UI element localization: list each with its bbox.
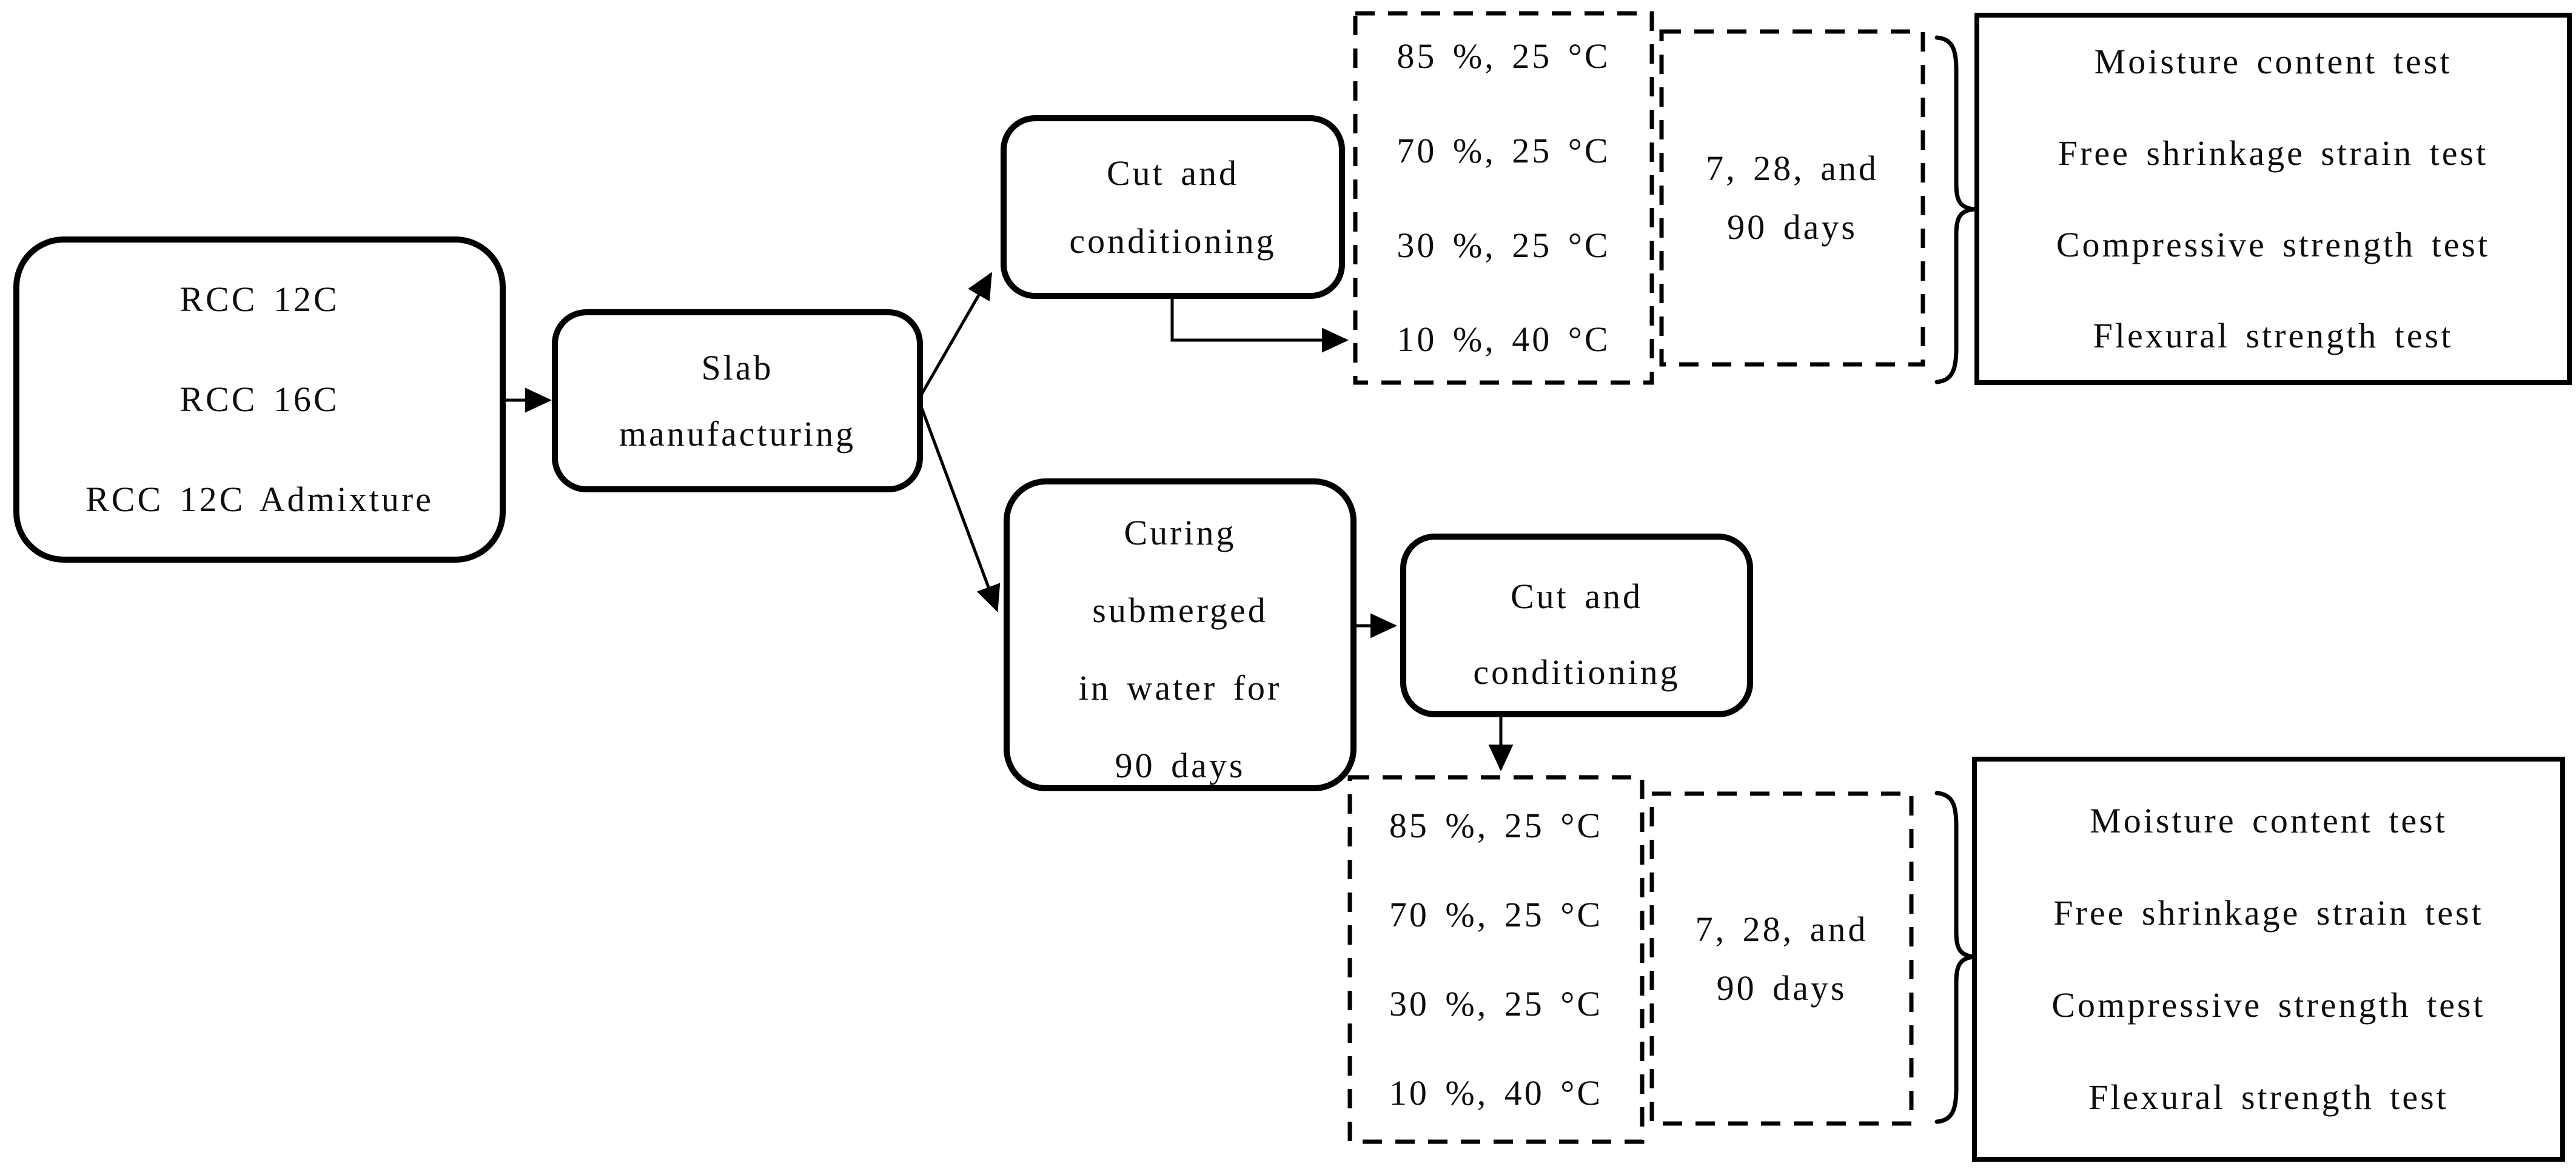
cut-bottom-line: conditioning [1473, 652, 1680, 692]
condition-line: 30 %, 25 °C [1397, 225, 1611, 265]
slab-line: Slab [701, 347, 774, 387]
condition-line: 85 %, 25 °C [1397, 36, 1611, 76]
tests-bottom-node: Moisture content test Free shrinkage str… [1974, 759, 2563, 1159]
curing-line: Curing [1124, 513, 1236, 553]
condition-line: 85 %, 25 °C [1389, 806, 1603, 846]
condition-line: 10 %, 40 °C [1397, 320, 1611, 360]
condition-line: 10 %, 40 °C [1389, 1073, 1603, 1113]
days-line: 7, 28, and [1706, 149, 1879, 189]
slab-node: Slab manufacturing [555, 312, 920, 489]
cut-top-node: Cut and conditioning [1004, 118, 1342, 296]
arrow-slab-to-cut-top [918, 272, 993, 398]
test-line: Free shrinkage strain test [2053, 893, 2484, 933]
cut-top-line: conditioning [1069, 221, 1276, 261]
days-line: 7, 28, and [1695, 909, 1868, 949]
days-bottom-node: 7, 28, and 90 days [1652, 794, 1911, 1124]
cut-bottom-line: Cut and [1510, 577, 1643, 617]
condition-line: 70 %, 25 °C [1389, 895, 1603, 935]
condition-line: 70 %, 25 °C [1397, 130, 1611, 170]
curing-line: submerged [1092, 591, 1268, 631]
cut-top-box-outline [1001, 115, 1345, 299]
conditions-top-node: 85 %, 25 °C 70 %, 25 °C 30 %, 25 °C 10 %… [1355, 13, 1652, 383]
cut-bottom-node: Cut and conditioning [1403, 537, 1750, 714]
curing-line: in water for [1078, 668, 1282, 708]
arrow-cut-top-to-conditions-top [1170, 299, 1349, 353]
test-line: Flexural strength test [2093, 316, 2454, 356]
test-line: Compressive strength test [2056, 224, 2490, 264]
test-line: Free shrinkage strain test [2058, 133, 2489, 173]
days-top-box-outline [1659, 29, 1925, 367]
brace-top [1934, 35, 1975, 384]
conditions-top-box-outline [1353, 11, 1654, 385]
source-box-outline [13, 236, 506, 563]
source-line: RCC 12C Admixture [86, 479, 434, 519]
cut-bottom-box-outline [1400, 534, 1753, 717]
slab-box-outline [552, 309, 923, 492]
curing-line: 90 days [1115, 745, 1246, 785]
tests-bottom-box-outline [1972, 757, 2565, 1162]
brace-bottom [1934, 791, 1975, 1124]
test-line: Moisture content test [2094, 41, 2452, 81]
condition-line: 30 %, 25 °C [1389, 984, 1603, 1023]
source-line: RCC 16C [179, 380, 340, 420]
days-top-node: 7, 28, and 90 days [1662, 32, 1923, 364]
tests-top-node: Moisture content test Free shrinkage str… [1977, 15, 2569, 383]
slab-line: manufacturing [619, 414, 856, 454]
curing-node: Curing submerged in water for 90 days [1007, 481, 1353, 788]
curing-box-outline [1004, 478, 1357, 791]
test-line: Compressive strength test [2051, 985, 2486, 1025]
source-line: RCC 12C [179, 280, 340, 320]
conditions-bottom-node: 85 %, 25 °C 70 %, 25 °C 30 %, 25 °C 10 %… [1350, 777, 1642, 1142]
test-line: Moisture content test [2090, 801, 2447, 841]
tests-top-box-outline [1974, 13, 2572, 385]
days-line: 90 days [1727, 207, 1857, 247]
source-node: RCC 12C RCC 16C RCC 12C Admixture [16, 239, 503, 560]
conditions-bottom-box-outline [1347, 775, 1645, 1144]
cut-top-line: Cut and [1106, 153, 1239, 193]
test-line: Flexural strength test [2088, 1077, 2449, 1117]
days-line: 90 days [1716, 968, 1847, 1008]
arrow-slab-to-curing [918, 403, 1001, 612]
